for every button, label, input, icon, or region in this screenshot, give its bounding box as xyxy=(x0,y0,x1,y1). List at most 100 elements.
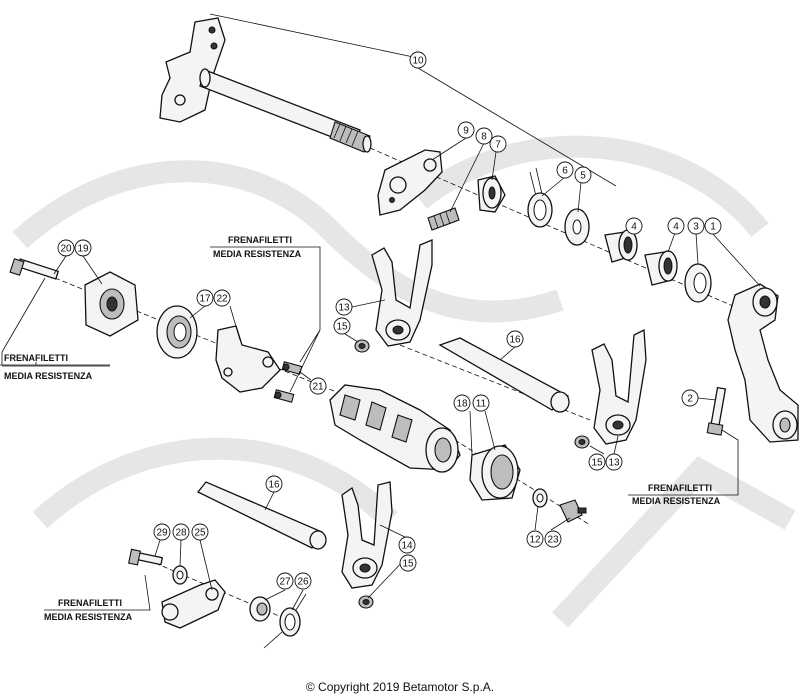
threadlocker-note-right: FRENAFILETTI MEDIA RESISTENZA xyxy=(632,483,721,506)
needle-bearing-4a xyxy=(604,229,638,263)
svg-text:19: 19 xyxy=(77,244,89,255)
svg-text:MEDIA RESISTENZA: MEDIA RESISTENZA xyxy=(4,371,93,381)
roller-15a xyxy=(354,339,370,353)
spring-clip-6 xyxy=(527,167,553,228)
svg-text:FRENAFILETTI: FRENAFILETTI xyxy=(648,483,712,493)
callout-2: 2 xyxy=(681,389,699,407)
svg-text:17: 17 xyxy=(199,294,211,305)
lever-25 xyxy=(161,579,226,629)
note-leaders xyxy=(0,246,739,611)
svg-text:11: 11 xyxy=(476,399,487,410)
svg-text:15: 15 xyxy=(402,559,414,570)
callout-4a: 4 xyxy=(625,217,643,235)
bolt-29 xyxy=(127,548,164,566)
svg-text:1: 1 xyxy=(710,222,716,233)
callout-20: 20 xyxy=(57,239,75,257)
callout-15a: 15 xyxy=(333,317,351,335)
svg-text:8: 8 xyxy=(481,132,487,143)
threadlocker-notes: FRENAFILETTI MEDIA RESISTENZA FRENAFILET… xyxy=(2,235,721,622)
svg-text:15: 15 xyxy=(591,458,603,469)
callout-23: 23 xyxy=(544,530,562,548)
svg-text:9: 9 xyxy=(463,126,469,137)
switch-23 xyxy=(559,499,587,523)
washer-28 xyxy=(172,565,188,585)
callout-9: 9 xyxy=(457,121,475,139)
callout-22: 22 xyxy=(213,289,231,307)
seal-17 xyxy=(156,305,198,359)
svg-text:28: 28 xyxy=(175,528,187,539)
callout-14: 14 xyxy=(398,536,416,554)
callout-26: 26 xyxy=(294,572,312,590)
callout-13a: 13 xyxy=(335,298,353,316)
callout-25: 25 xyxy=(191,523,209,541)
svg-text:15: 15 xyxy=(336,322,348,333)
svg-text:7: 7 xyxy=(495,140,501,151)
svg-text:4: 4 xyxy=(631,222,637,233)
callout-15b: 15 xyxy=(588,453,606,471)
callout-3: 3 xyxy=(687,217,705,235)
collar-7 xyxy=(477,175,506,213)
roller-15b xyxy=(574,435,590,449)
bolt-2 xyxy=(706,386,727,436)
svg-text:FRENAFILETTI: FRENAFILETTI xyxy=(4,353,68,363)
bracket-22 xyxy=(215,325,281,393)
svg-text:23: 23 xyxy=(547,535,559,546)
needle-bearing-4b xyxy=(644,250,678,286)
svg-text:22: 22 xyxy=(216,294,228,305)
svg-text:FRENAFILETTI: FRENAFILETTI xyxy=(228,235,292,245)
fork-rod-16b xyxy=(196,481,327,550)
callout-28: 28 xyxy=(172,523,190,541)
svg-text:27: 27 xyxy=(279,577,291,588)
svg-text:18: 18 xyxy=(456,399,468,410)
shift-fork-14 xyxy=(341,481,393,589)
selector-lever-1 xyxy=(727,283,799,443)
roller-27 xyxy=(249,596,271,622)
washer-5 xyxy=(564,208,590,246)
shift-fork-13b xyxy=(591,328,647,445)
spring-8 xyxy=(427,207,460,231)
callout-6: 6 xyxy=(556,161,574,179)
svg-text:5: 5 xyxy=(580,171,586,182)
ring-3 xyxy=(684,263,712,303)
callout-7: 7 xyxy=(489,135,507,153)
svg-text:16: 16 xyxy=(268,480,280,491)
shift-shaft-10 xyxy=(159,17,372,153)
shift-fork-13a xyxy=(371,239,433,347)
background-watermark xyxy=(12,135,796,628)
callout-4b: 4 xyxy=(667,217,685,235)
leader-lines xyxy=(53,13,761,611)
callout-29: 29 xyxy=(153,523,171,541)
bearing-11 xyxy=(469,444,521,501)
svg-text:6: 6 xyxy=(562,166,568,177)
callout-16b: 16 xyxy=(265,475,283,493)
callout-19: 19 xyxy=(74,239,92,257)
callout-8: 8 xyxy=(475,127,493,145)
svg-text:MEDIA RESISTENZA: MEDIA RESISTENZA xyxy=(213,249,302,259)
svg-text:MEDIA RESISTENZA: MEDIA RESISTENZA xyxy=(632,496,721,506)
screw-21b xyxy=(273,389,295,403)
callout-1: 1 xyxy=(704,217,722,235)
washer-12 xyxy=(532,488,548,508)
drum-cam-19 xyxy=(84,271,139,337)
callout-21: 21 xyxy=(309,377,327,395)
svg-text:FRENAFILETTI: FRENAFILETTI xyxy=(58,598,122,608)
callout-27: 27 xyxy=(276,572,294,590)
ratchet-plate-9 xyxy=(377,149,443,216)
svg-text:4: 4 xyxy=(673,222,679,233)
callout-12: 12 xyxy=(526,530,544,548)
svg-text:13: 13 xyxy=(608,458,620,469)
threadlocker-note-center: FRENAFILETTI MEDIA RESISTENZA xyxy=(213,235,302,259)
assembly-axes xyxy=(54,147,766,626)
fork-rod-16a xyxy=(438,337,570,413)
svg-text:12: 12 xyxy=(529,535,541,546)
selector-drum-18 xyxy=(329,384,461,473)
svg-text:MEDIA RESISTENZA: MEDIA RESISTENZA xyxy=(44,612,133,622)
svg-text:3: 3 xyxy=(693,222,699,233)
svg-text:29: 29 xyxy=(156,528,168,539)
copyright-notice: © Copyright 2019 Betamotor S.p.A. xyxy=(305,680,495,694)
screw-21a xyxy=(281,361,303,375)
svg-text:13: 13 xyxy=(338,303,350,314)
threadlocker-note-bottom: FRENAFILETTI MEDIA RESISTENZA xyxy=(44,598,133,622)
callouts: 10 9 8 7 6 5 4 4 3 1 20 19 17 22 13 15 2… xyxy=(57,51,722,590)
